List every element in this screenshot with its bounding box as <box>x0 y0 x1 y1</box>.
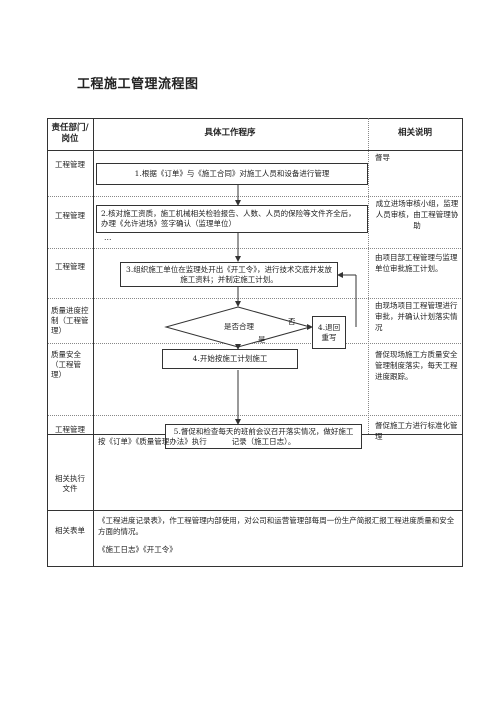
row3-dept: 工程管理 <box>55 262 85 271</box>
row6-note: 督促施工方进行标准化管理 <box>375 421 458 441</box>
related-docs-text: 按《订单》《质量管理办法》执行 <box>98 437 207 446</box>
step5-box: 5.督促和检查每天的班前会议召开落实情况，做好施工记录（施工日志）。 <box>165 424 362 449</box>
step2-box: 2.核对施工资质，施工机械相关检验报告、人数、人员的保险等文件齐全后，办理《允许… <box>96 205 368 233</box>
yes-label: 是 <box>258 335 266 344</box>
header-procedure: 具体工作程序 <box>204 128 256 138</box>
related-docs-label: 相关执行文件 <box>55 474 85 493</box>
step4b-box: 4.退回重写 <box>312 316 346 349</box>
header-notes: 相关说明 <box>397 128 432 138</box>
no-label: 否 <box>288 317 296 326</box>
row4-dept: 质量进度控制（工程管理） <box>51 306 89 335</box>
decision-label: 是否合理 <box>224 322 254 331</box>
step4-box: 4.开始按施工计划施工 <box>162 349 298 369</box>
related-forms-text2: 《施工日志》《开工令》 <box>98 545 177 554</box>
step2-tail: … <box>104 233 112 242</box>
row5-dept: 质量安全（工程管理） <box>51 350 81 379</box>
row2-note: 成立进场审核小组，监理人员审核，由工程管理协助 <box>375 199 459 230</box>
step1-box: 1.根据《订单》与《施工合同》对施工人员和设备进行管理 <box>96 163 368 185</box>
row4-note: 由现场项目工程管理进行审批，并确认计划落实情况 <box>375 301 458 332</box>
row3-note: 由项目部工程管理与监理单位审批施工计划。 <box>375 253 458 273</box>
related-forms-label: 相关表单 <box>55 526 85 535</box>
row1-note: 督导 <box>375 153 390 162</box>
step3-box: 3.组织施工单位在监理处开出《开工令》，进行技术交底并发放施工资料；并制定施工计… <box>120 262 338 287</box>
row5-note: 督促现场施工方质量安全管理制度落实，每天工程进度跟踪。 <box>375 350 458 381</box>
related-forms-text: 《工程进度记录表》，作工程管理内部使用，对公司和运营管理部每周一份生产简报汇报工… <box>98 516 455 536</box>
row6-dept: 工程管理 <box>55 425 85 434</box>
header-dept: 责任部门/岗位 <box>51 123 89 144</box>
row2-dept: 工程管理 <box>55 211 85 220</box>
page-title: 工程施工管理流程图 <box>77 77 199 92</box>
row1-dept: 工程管理 <box>55 160 85 169</box>
